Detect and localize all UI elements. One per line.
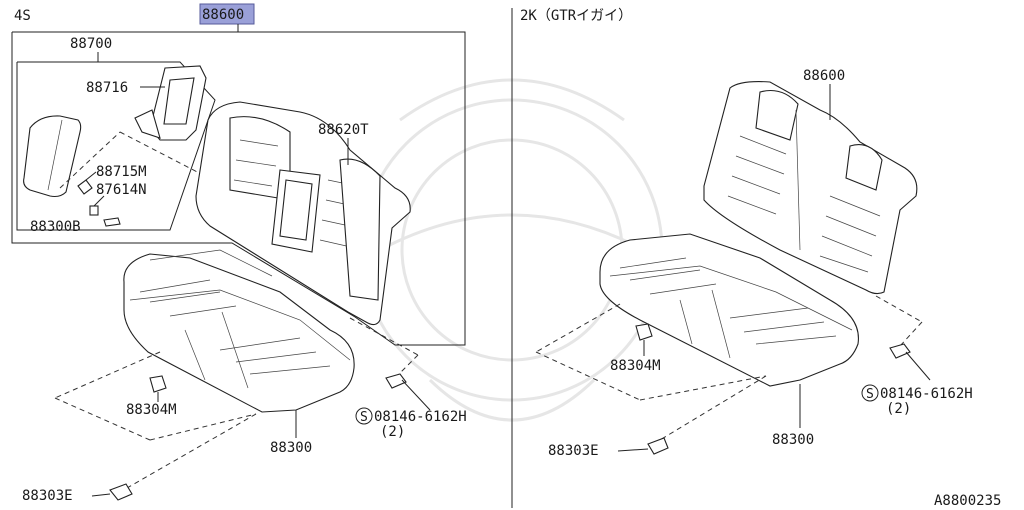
assembly-frame — [11, 31, 466, 346]
callout-seat-back[interactable]: 88620T — [318, 122, 369, 138]
seat-back-bolt-right — [889, 343, 911, 359]
cushion-bolt-right — [647, 437, 669, 455]
section-title-right: 2K（GTRイガイ） — [520, 8, 632, 24]
service-symbol-letter-left: S — [360, 410, 368, 425]
cushion-dash-left — [54, 351, 161, 399]
cushion-bolt-left — [109, 483, 133, 501]
seat-cushion-right — [599, 233, 859, 387]
seat-cushion-left — [123, 249, 355, 413]
callout-cushion-hook-right[interactable]: 88304M — [610, 358, 661, 374]
diagram-code: A8800235 — [934, 493, 1001, 509]
callout-cushion-bolt-right[interactable]: 88303E — [548, 443, 599, 459]
section-title-left: 4S — [14, 8, 31, 24]
service-symbol-left — [355, 407, 373, 425]
callout-bolt-spec-right[interactable]: 08146-6162H — [880, 386, 973, 402]
seat-back-left — [195, 101, 411, 326]
callout-cushion-bolt-left[interactable]: 88303E — [22, 488, 73, 504]
cushion-hook-right — [635, 323, 653, 341]
callout-armrest-assy[interactable]: 88700 — [70, 36, 112, 52]
callout-cushion-hook-left[interactable]: 88304M — [126, 402, 177, 418]
armrest-pad — [23, 115, 82, 198]
callout-bolt-qty-left: (2) — [380, 424, 405, 440]
callout-seat-back-assy-left[interactable]: 88600 — [202, 7, 244, 23]
callout-armrest-nut[interactable]: 87614N — [96, 182, 147, 198]
callout-cushion-left[interactable]: 88300 — [270, 440, 312, 456]
cushion-dash-right — [535, 303, 621, 353]
callout-armrest-bracket[interactable]: 88715M — [96, 164, 147, 180]
armrest-bracket-part — [77, 179, 93, 195]
armrest-bolt-part — [103, 217, 121, 227]
callout-armrest-bolt[interactable]: 88300B — [30, 219, 81, 235]
armrest-frame-part — [134, 65, 207, 141]
callout-cushion-right[interactable]: 88300 — [772, 432, 814, 448]
seat-back-bolt-left — [385, 373, 407, 389]
seat-back-right — [703, 81, 918, 295]
service-symbol-right — [861, 384, 879, 402]
service-symbol-letter-right: S — [866, 387, 874, 402]
callout-seat-back-assy-right[interactable]: 88600 — [803, 68, 845, 84]
callout-bolt-spec-left[interactable]: 08146-6162H — [374, 409, 467, 425]
callout-armrest-frame[interactable]: 88716 — [86, 80, 128, 96]
armrest-frame-box — [16, 61, 216, 231]
callout-bolt-qty-right: (2) — [886, 401, 911, 417]
armrest-nut-part — [89, 205, 99, 216]
highlight-box — [199, 3, 255, 25]
cushion-hook-left — [149, 375, 167, 393]
